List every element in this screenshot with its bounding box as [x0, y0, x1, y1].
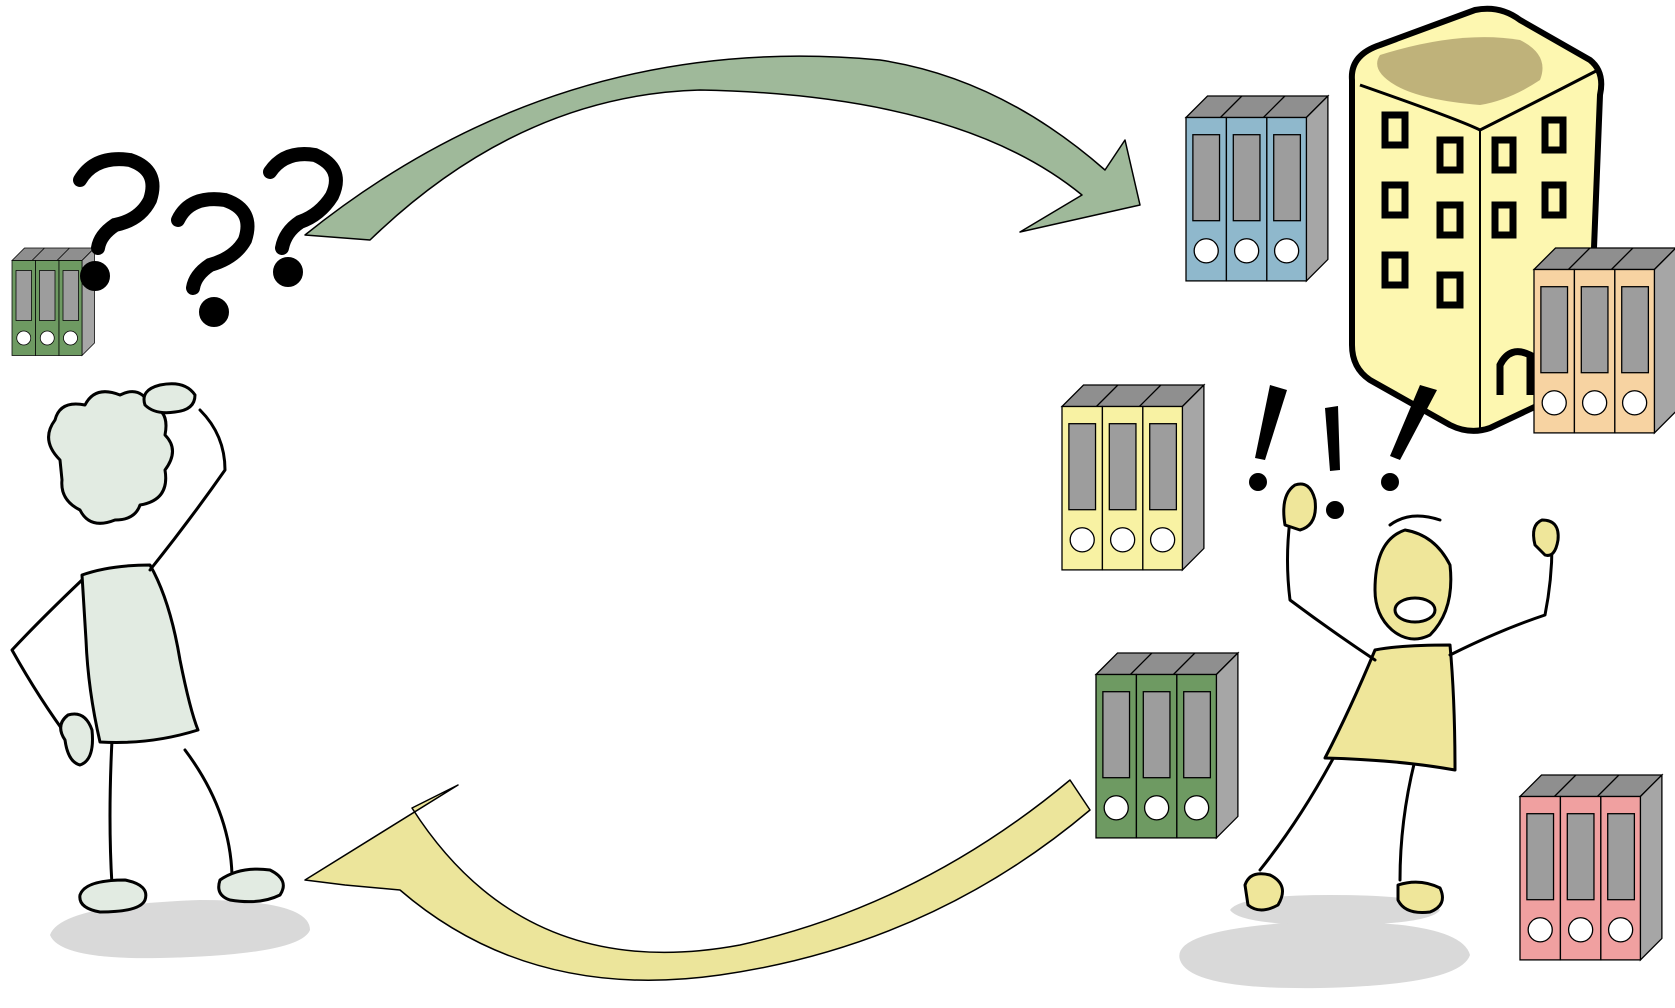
exclamation-marks-icon — [1249, 385, 1437, 519]
binder-stack-small-green — [11, 247, 95, 356]
curved-arrow-right-icon — [304, 55, 1141, 241]
curved-arrow-left-icon — [304, 779, 1091, 981]
binder-stack-blue — [1185, 95, 1329, 282]
binder-stack-yellow — [1061, 384, 1205, 571]
confused-person-icon — [10, 382, 285, 914]
ground-shadows — [50, 895, 1470, 989]
binder-stack-green — [1095, 652, 1239, 839]
binder-stack-orange — [1533, 247, 1675, 434]
binder-stack-pink — [1519, 774, 1663, 961]
question-marks-icon — [73, 147, 343, 327]
excited-person-icon — [1243, 482, 1560, 914]
